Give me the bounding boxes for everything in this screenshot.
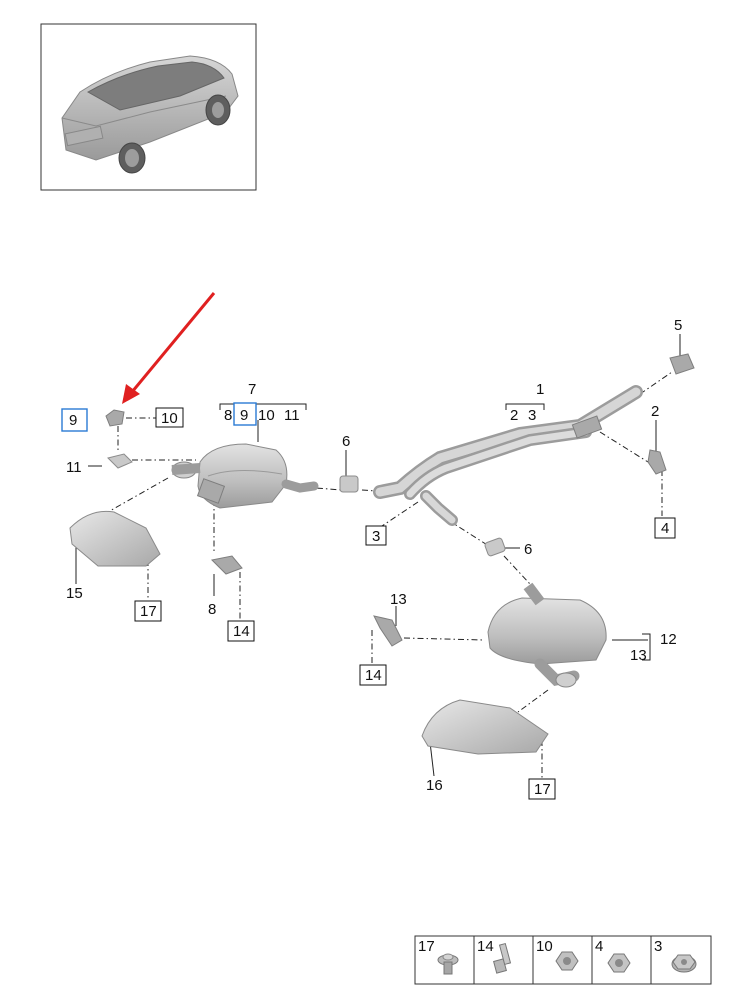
leader-lines: [75, 334, 681, 778]
vehicle-thumbnail: [40, 23, 257, 191]
legend-cell-17: 17: [418, 938, 459, 975]
svg-text:10: 10: [536, 938, 553, 955]
svg-text:3: 3: [654, 938, 662, 955]
callout-2-group-1: 2: [510, 407, 518, 424]
svg-text:4: 4: [661, 520, 669, 537]
callout-11-group-7: 11: [284, 407, 300, 424]
legend-cell-14: 14: [477, 938, 512, 974]
small-parts: [105, 353, 695, 647]
tailpipe-trim-left: [69, 510, 161, 567]
svg-text:17: 17: [418, 938, 435, 955]
fastener-legend: 17 14 10 4: [414, 935, 712, 985]
box-4: 4: [654, 517, 676, 539]
bracket-8: [210, 555, 243, 575]
svg-text:17: 17: [140, 603, 157, 620]
rear-silencer: [487, 582, 607, 688]
callout-7: 7: [248, 381, 256, 398]
callout-12: 12: [660, 631, 677, 648]
svg-text:17: 17: [534, 781, 551, 798]
hanger-13: [373, 615, 403, 647]
exhaust-y-pipe: [373, 385, 643, 526]
callout-6-upper: 6: [342, 433, 350, 450]
svg-text:14: 14: [233, 623, 250, 640]
callout-3-group-1: 3: [528, 407, 536, 424]
svg-text:4: 4: [595, 938, 603, 955]
hanger-2: [647, 449, 667, 475]
callout-2: 2: [651, 403, 659, 420]
callout-16: 16: [426, 777, 443, 794]
tailpipe-trim-right: [421, 699, 549, 755]
callout-11: 11: [66, 459, 82, 476]
callout-15: 15: [66, 585, 83, 602]
box-3: 3: [365, 525, 387, 546]
callout-8: 8: [208, 601, 216, 618]
box-14-right: 14: [359, 664, 387, 686]
callout-1: 1: [536, 381, 544, 398]
callout-13-group-12: 13: [630, 647, 647, 664]
legend-cell-10: 10: [536, 938, 579, 971]
legend-cell-3: 3: [654, 938, 697, 973]
flange-nut-icon: [671, 954, 697, 973]
hex-nut-icon: [607, 953, 631, 973]
callout-labels: 1 2 3 2 5 6 6 7 8 10 11 11 8 15 13 12 13…: [66, 317, 682, 794]
hex-nut-icon: [555, 951, 579, 971]
svg-text:3: 3: [372, 528, 380, 545]
screw-with-washer-icon: [437, 953, 459, 975]
svg-text:14: 14: [477, 938, 494, 955]
box-14-left: 14: [227, 620, 255, 642]
bolt-icon: [493, 942, 512, 974]
box-17-right: 17: [528, 778, 556, 800]
front-silencer: [171, 443, 319, 509]
box-10: 10: [155, 407, 184, 428]
red-pointer-arrow-icon: [122, 292, 216, 404]
callout-10-group-7: 10: [258, 407, 275, 424]
callout-6-lower: 6: [524, 541, 532, 558]
callout-8-group-7: 8: [224, 407, 232, 424]
box-17-left: 17: [134, 600, 162, 622]
clamp-6-lower: [484, 537, 506, 557]
callout-5: 5: [674, 317, 682, 334]
svg-text:9: 9: [69, 412, 77, 429]
callout-13-hanger: 13: [390, 591, 407, 608]
car-image: [61, 55, 239, 174]
highlight-box-9: 9: [61, 408, 88, 432]
clamp-6-upper: [339, 475, 359, 493]
highlight-box-9-group-7: 9: [233, 402, 257, 426]
svg-text:9: 9: [240, 407, 248, 424]
svg-text:10: 10: [161, 410, 178, 427]
mount-5: [669, 353, 695, 375]
svg-text:14: 14: [365, 667, 382, 684]
legend-cell-4: 4: [595, 938, 631, 973]
boxed-callouts: 10 3 4 17 14 14 17 9: [61, 402, 676, 800]
